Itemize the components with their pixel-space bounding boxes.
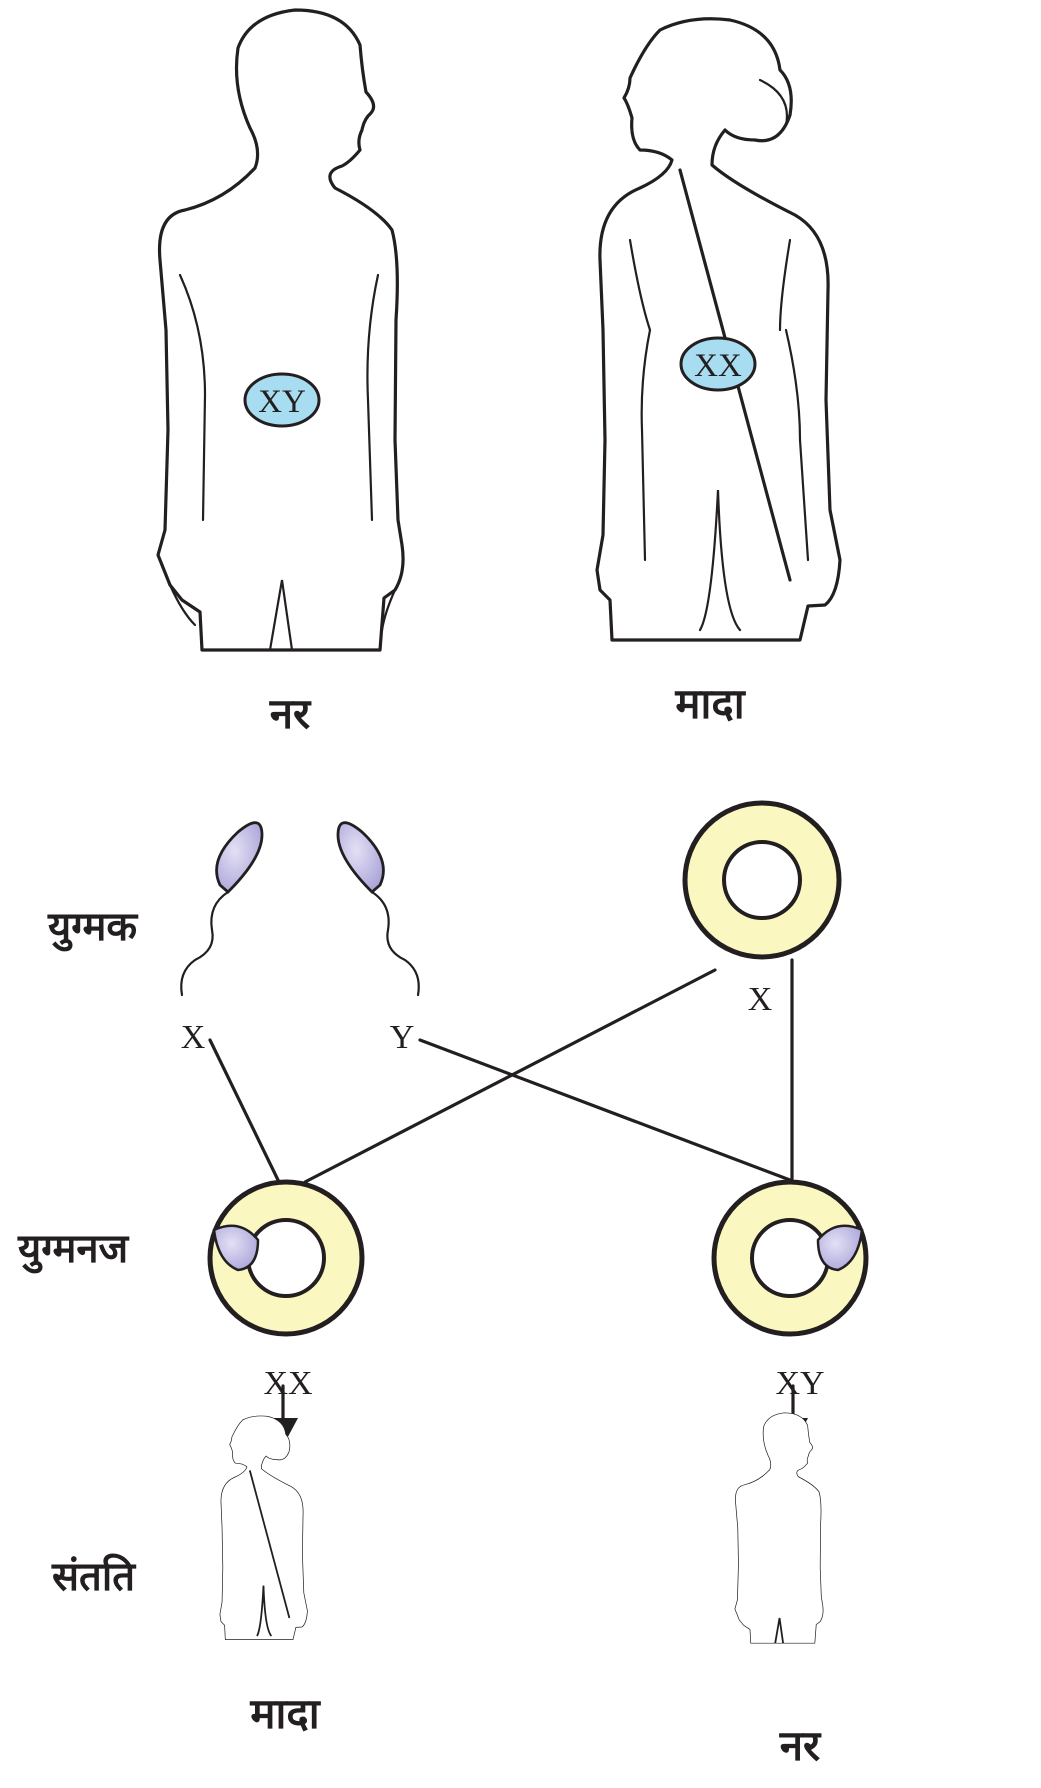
male-parent-label: नर	[269, 689, 312, 738]
sperm-y	[336, 821, 420, 997]
zygote-male-genotype: XY	[775, 1365, 824, 1402]
sperm-x-label: X	[181, 1019, 206, 1056]
male-offspring-label: नर	[779, 1721, 822, 1770]
female-offspring-label: मादा	[249, 1689, 321, 1738]
egg-cell	[682, 800, 842, 960]
male-parent-figure: XY	[156, 8, 405, 652]
gametes-row-label: युग्मक	[47, 904, 138, 952]
offspring-row-label: संतति	[51, 1553, 136, 1600]
male-chromosome-text: XY	[258, 384, 306, 420]
zygote-female-genotype: XX	[263, 1365, 312, 1402]
female-parent-label: मादा	[674, 679, 746, 728]
zygote-male	[711, 1179, 869, 1337]
male-offspring-figure	[734, 1412, 824, 1644]
male-xy-chromosome-badge	[243, 372, 321, 428]
female-parent-figure: XX	[595, 17, 842, 642]
sperm-y-label: Y	[390, 1019, 415, 1056]
egg-x-label: X	[748, 981, 773, 1018]
zygote-row-label: युग्मनज	[17, 1226, 130, 1274]
female-xx-chromosome-badge	[679, 336, 757, 392]
zygote-female	[207, 1179, 365, 1337]
female-chromosome-text: XX	[694, 348, 742, 384]
sperm-x	[180, 821, 264, 997]
fertilization-lines	[208, 958, 794, 1184]
female-offspring-figure	[219, 1415, 308, 1640]
